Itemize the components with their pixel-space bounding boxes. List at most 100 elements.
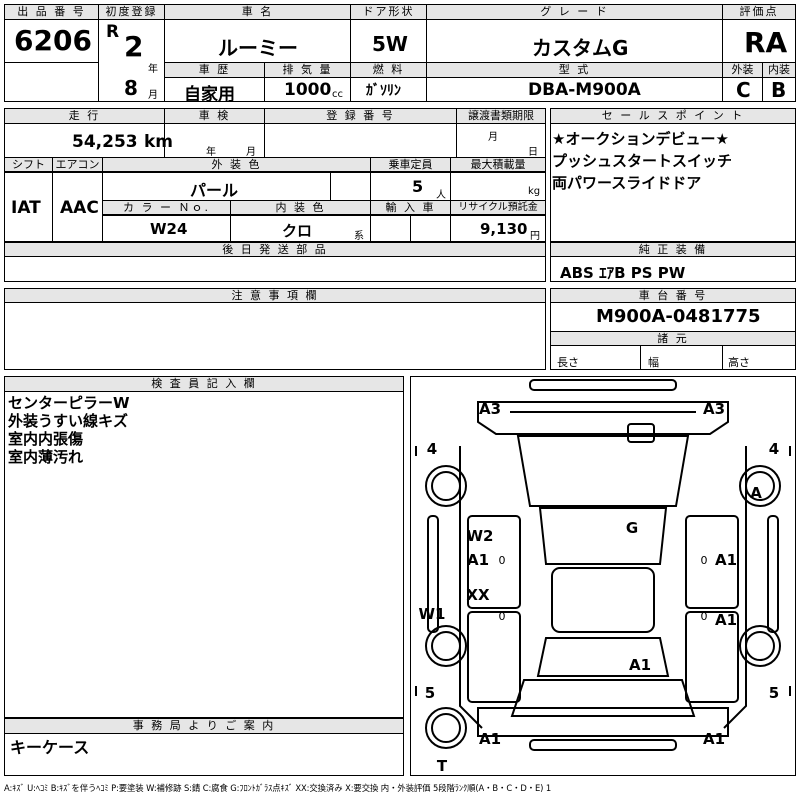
recycle-unit: 円 [530, 231, 540, 242]
inspector-note-3: 室内内張傷 [8, 430, 84, 448]
inspector-notes-box [4, 376, 404, 718]
recycle-amount: 9,130 [480, 220, 528, 238]
year-unit: 年 [148, 64, 158, 75]
chassis-label: 車 台 番 号 [551, 289, 795, 303]
lot-number: 6206 [14, 24, 92, 57]
later-parts-box [4, 242, 546, 282]
legend: A:ｷｽﾞ U:ﾍｺﾐ B:ｷｽﾞを伴うﾍｺﾐ P:要塗装 W:補修跡 S:錆 … [4, 783, 552, 793]
mark-right-front: A1 [715, 551, 737, 569]
max-load-label: 最大積載量 [451, 158, 545, 172]
grade-label: グ レ ー ド [427, 5, 722, 20]
ac-value: AAC [60, 198, 99, 218]
mileage-label: 走 行 [5, 109, 164, 124]
sales-point-3: 両パワースライドドア [552, 174, 702, 192]
equipment-box [550, 242, 796, 282]
era: R [106, 22, 120, 42]
mark-left-rear: XX [466, 586, 490, 604]
fuel-label: 燃 料 [351, 63, 426, 78]
caution-label: 注 意 事 項 欄 [5, 289, 545, 303]
model: DBA-M900A [528, 80, 641, 100]
color-number-label: カ ラ ー Ｎｏ. [103, 201, 230, 215]
mark-fr-wheel: A [750, 484, 762, 502]
width-label: 幅 [648, 356, 659, 369]
registration-month: 8 [124, 76, 138, 100]
exterior-color: パール [190, 181, 239, 200]
exterior-label: 外装 [723, 63, 762, 78]
sales-points-box [550, 108, 796, 242]
inspector-note-4: 室内薄汚れ [8, 448, 84, 466]
mark-rear-left: A1 [479, 730, 501, 748]
zero-mark-1: 0 [499, 554, 506, 567]
door-type: 5W [372, 32, 408, 56]
sales-point-1: ★オークションデビュー★ [552, 130, 729, 148]
interior-color-unit: 系 [354, 231, 364, 242]
score: RA [744, 26, 788, 59]
shift-value: IAT [11, 198, 41, 218]
registration-year: 2 [124, 30, 144, 63]
mark-front-right: A3 [703, 400, 725, 418]
height-label: 高さ [728, 356, 750, 369]
month-unit: 月 [148, 90, 158, 101]
capacity-label: 乗車定員 [371, 158, 450, 172]
max-load-unit: kg [528, 186, 541, 197]
zero-mark-2: 0 [499, 610, 506, 623]
capacity: 5 [412, 177, 424, 196]
mark-rear-right: A1 [703, 730, 725, 748]
mark-tire-fr: 4 [769, 440, 779, 458]
inspector-notes-label: 検 査 員 記 入 欄 [5, 377, 403, 392]
zero-mark-3: 0 [701, 554, 708, 567]
specs-label: 諸 元 [551, 332, 795, 346]
equipment-label: 純 正 装 備 [551, 243, 795, 257]
office-box [4, 718, 404, 776]
mark-tire-rr: 5 [769, 684, 779, 702]
mark-tire-rl: 5 [425, 684, 435, 702]
mark-left-sill: W1 [419, 605, 446, 623]
grade: カスタムG [532, 36, 629, 60]
displacement-unit: cc [332, 89, 343, 100]
interior-color-label: 内 装 色 [231, 201, 370, 215]
lot-number-label: 出 品 番 号 [5, 5, 98, 20]
mark-front-left: A3 [479, 400, 501, 418]
exterior-color-label: 外 装 色 [103, 158, 370, 172]
displacement-label: 排 気 量 [265, 63, 350, 78]
mark-rear-glass: A1 [629, 656, 651, 674]
vehicle-details [4, 108, 546, 242]
first-registration-label: 初度登録 [99, 5, 164, 20]
inspection-year-unit: 年 [206, 147, 216, 158]
transfer-month-unit: 月 [488, 132, 498, 143]
mark-right-rear: A1 [715, 611, 737, 629]
capacity-unit: 人 [436, 190, 446, 201]
later-parts-label: 後 日 発 送 部 品 [5, 243, 545, 257]
chassis-box [550, 288, 796, 370]
interior-grade: B [771, 78, 787, 102]
inspection-month-unit: 月 [246, 147, 256, 158]
mark-left-front-lower: A1 [467, 551, 489, 569]
sales-points-label: セ ー ル ス ポ イ ン ト [551, 109, 795, 124]
header-section [4, 4, 796, 102]
mark-spare: T [437, 757, 448, 775]
caution-box [4, 288, 546, 370]
inspector-note-1: センターピラーW [8, 394, 130, 412]
interior-label: 内装 [763, 63, 795, 78]
registration-number-label: 登 録 番 号 [265, 109, 456, 124]
model-label: 型 式 [427, 63, 722, 78]
transfer-day-unit: 日 [528, 147, 538, 158]
car-name: ルーミー [218, 36, 298, 60]
mileage-unit: km [144, 132, 174, 152]
office-note: キーケース [10, 738, 90, 757]
length-label: 長さ [557, 356, 579, 369]
car-name-label: 車 名 [165, 5, 350, 20]
color-number: W24 [150, 220, 188, 238]
inspector-note-2: 外装うすい線キズ [8, 412, 129, 430]
equipment: ABS ｴｱB PS PW [560, 264, 686, 282]
zero-mark-4: 0 [701, 610, 708, 623]
displacement: 1000 [284, 80, 332, 100]
mileage: 54,253 [72, 132, 138, 152]
inspection-label: 車 検 [165, 109, 264, 124]
chassis-number: M900A-0481775 [596, 306, 761, 327]
recycle-label: リサイクル預託金 [451, 201, 545, 215]
mark-left-front-upper: W2 [467, 527, 494, 545]
shift-label: シフト [5, 158, 52, 172]
sales-point-2: プッシュスタートスイッチ [552, 152, 733, 170]
ac-label: エアコン [53, 158, 102, 172]
